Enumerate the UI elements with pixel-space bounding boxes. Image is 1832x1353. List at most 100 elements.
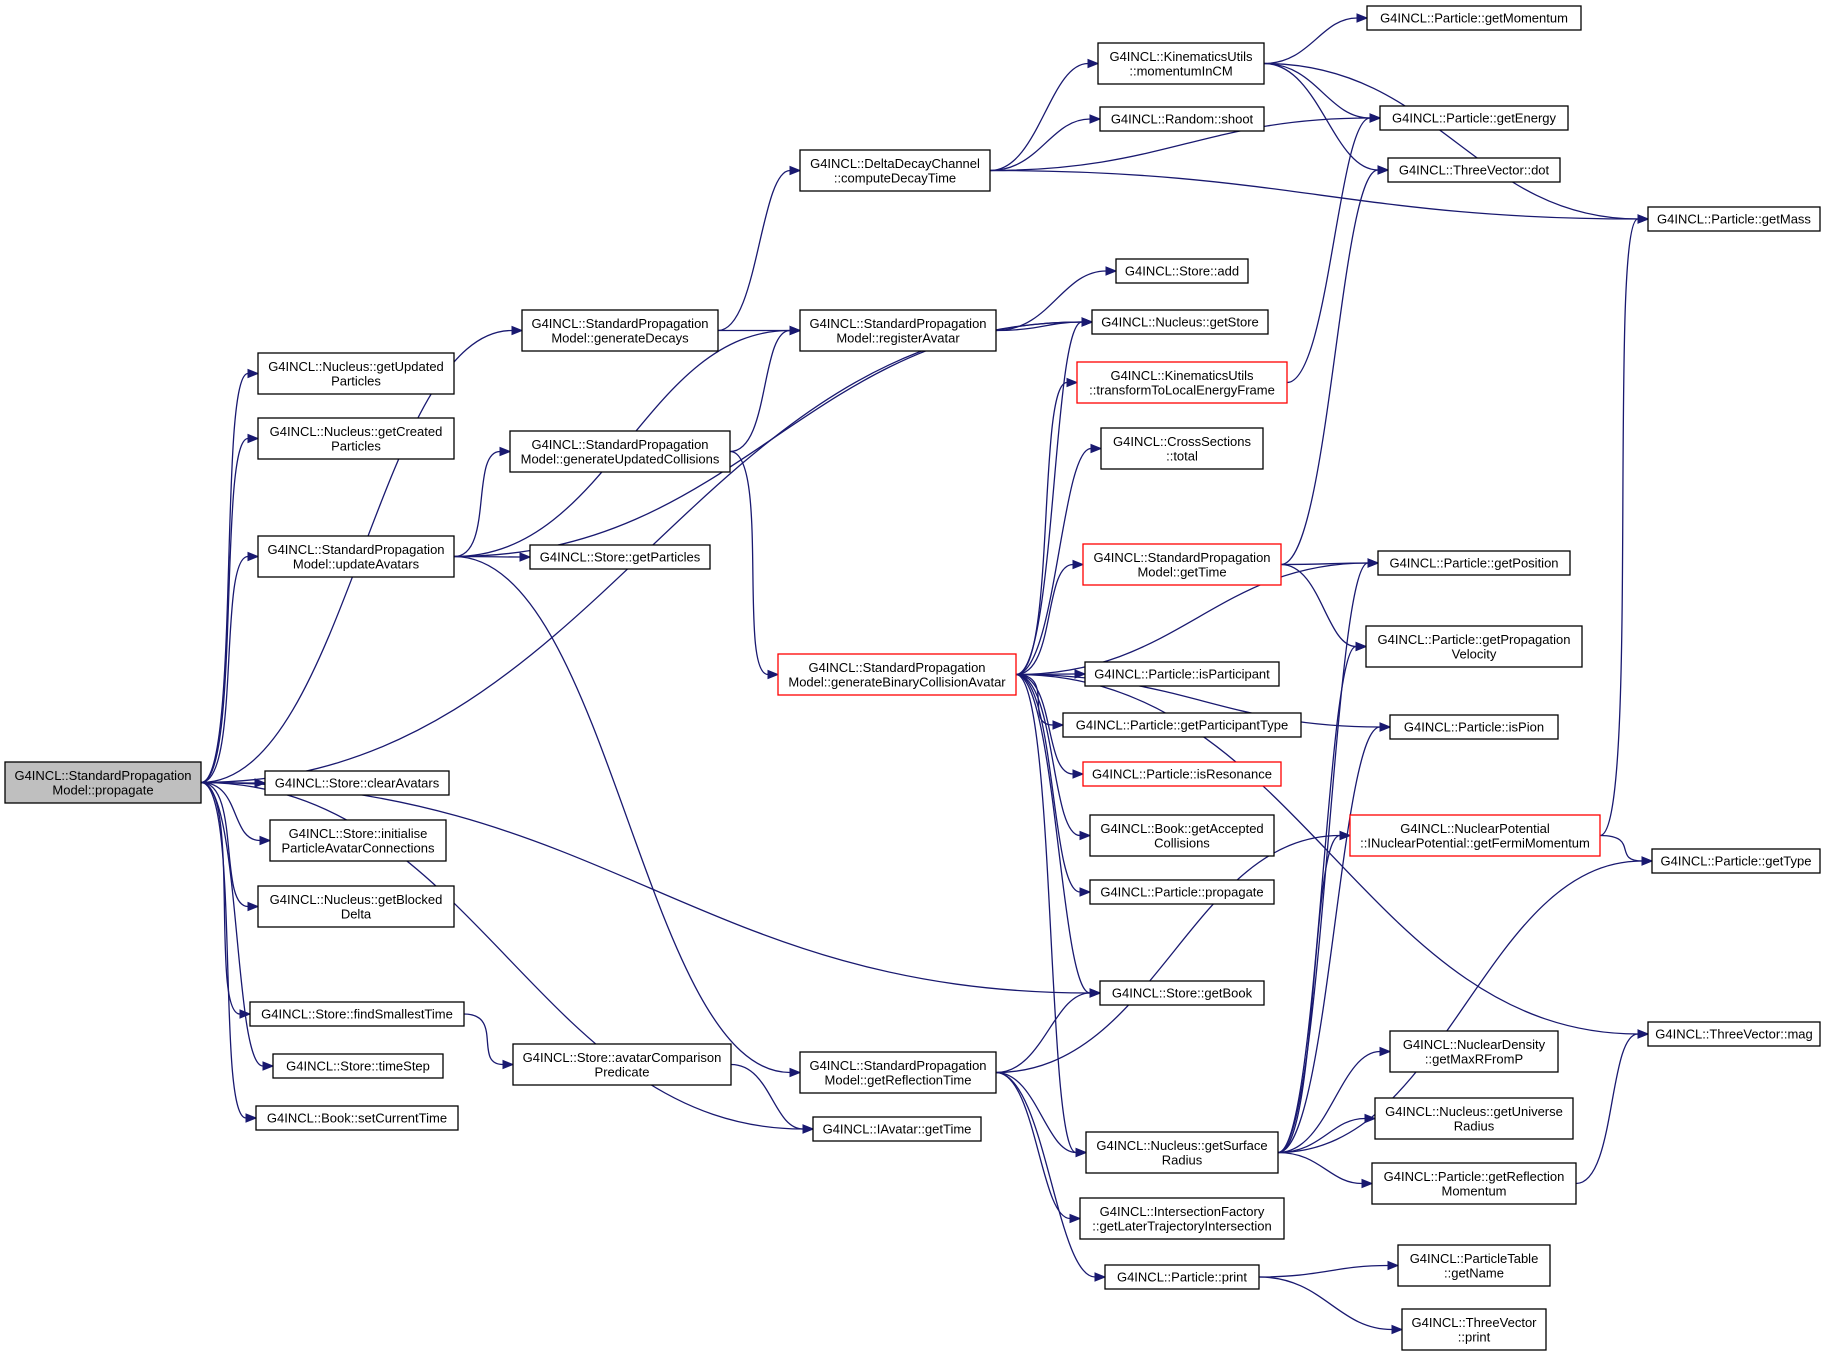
node-label-line: G4INCL::Random::shoot [1111,112,1254,127]
node-n30[interactable]: G4INCL::Particle::propagate [1089,879,1275,905]
node-label-line: G4INCL::Particle::getReflection [1384,1169,1565,1184]
edge-line [1015,673,1091,994]
node-n40[interactable]: G4INCL::Particle::isPion [1389,714,1559,740]
node-n34[interactable]: G4INCL::Particle::print [1104,1264,1260,1290]
node-n20[interactable]: G4INCL::Random::shoot [1099,106,1265,132]
edge-arrowhead [767,669,780,680]
node-root[interactable]: G4INCL::StandardPropagationModel::propag… [4,761,202,804]
node-n3[interactable]: G4INCL::StandardPropagationModel::update… [257,535,455,578]
node-n17[interactable]: G4INCL::StandardPropagationModel::getRef… [799,1051,997,1094]
edge-arrowhead [245,1113,258,1123]
edge-root-n3 [200,551,260,784]
node-box [272,1053,444,1079]
node-n14[interactable]: G4INCL::DeltaDecayChannel::computeDecayT… [799,149,991,192]
node-label-line: Radius [1162,1152,1203,1167]
node-n46[interactable]: G4INCL::ThreeVector::print [1401,1308,1547,1351]
node-n15[interactable]: G4INCL::StandardPropagationModel::regist… [799,309,997,352]
node-n22[interactable]: G4INCL::Nucleus::getStore [1091,309,1269,335]
node-n23[interactable]: G4INCL::KinematicsUtils::transformToLoca… [1076,361,1288,404]
edge-root-n2 [200,433,260,784]
edge-n11-n15 [729,325,802,453]
node-label-line: G4INCL::Store::timeStep [286,1059,430,1074]
node-n27[interactable]: G4INCL::Particle::getParticipantType [1062,712,1302,738]
node-n18[interactable]: G4INCL::IAvatar::getTime [812,1116,982,1142]
node-n21[interactable]: G4INCL::Store::add [1115,258,1249,284]
node-n25[interactable]: G4INCL::StandardPropagationModel::getTim… [1082,543,1282,586]
edge-n16-n23 [1015,377,1079,676]
node-label-line: Predicate [595,1064,650,1079]
node-n49[interactable]: G4INCL::ThreeVector::mag [1647,1021,1821,1047]
node-n35[interactable]: G4INCL::Particle::getMomentum [1366,5,1582,31]
edge-line [995,1071,1071,1220]
node-label-line: Model::generateDecays [551,330,689,345]
edge-arrowhead [254,778,267,788]
edge-line [200,781,247,1119]
node-box [264,770,450,796]
node-label-line: G4INCL::StandardPropagation [809,1058,986,1073]
edge-root-n1 [200,368,260,784]
node-label-line: G4INCL::Particle::isResonance [1092,767,1272,782]
node-label-line: G4INCL::ThreeVector::mag [1655,1027,1813,1042]
node-n24[interactable]: G4INCL::CrossSections::total [1100,427,1264,470]
node-label-line: ::print [1458,1329,1491,1344]
edge-n7-n13 [463,1013,515,1070]
node-label-line: G4INCL::Nucleus::getSurface [1096,1138,1267,1153]
edge-line [1280,562,1369,566]
edge-arrowhead [1069,1213,1082,1224]
edge-arrowhead [1052,720,1065,730]
node-n31[interactable]: G4INCL::Store::getBook [1099,980,1265,1006]
node-box [1062,712,1302,738]
node-n41[interactable]: G4INCL::NuclearPotential::INuclearPotent… [1349,814,1601,857]
node-n4[interactable]: G4INCL::Store::clearAvatars [264,770,450,796]
node-box [799,1051,997,1094]
node-box [1115,258,1249,284]
nodes-layer: G4INCL::StandardPropagationModel::propag… [4,5,1821,1351]
node-n28[interactable]: G4INCL::Particle::isResonance [1082,761,1282,787]
node-label-line: Delta [341,906,372,921]
node-n45[interactable]: G4INCL::ParticleTable::getName [1397,1244,1551,1287]
node-n42[interactable]: G4INCL::NuclearDensity::getMaxRFromP [1389,1030,1559,1073]
edge-arrowhead [789,165,802,176]
node-label-line: G4INCL::StandardPropagation [1093,550,1270,565]
node-box [1366,5,1582,31]
node-n36[interactable]: G4INCL::Particle::getEnergy [1379,105,1569,131]
node-box [1099,106,1265,132]
node-n12[interactable]: G4INCL::Store::getParticles [529,544,711,570]
edge-line [1258,1276,1393,1331]
node-box [1084,661,1280,687]
node-label-line: G4INCL::KinematicsUtils [1109,49,1253,64]
node-n10[interactable]: G4INCL::StandardPropagationModel::genera… [521,309,719,352]
node-box [257,417,455,460]
edge-n17-n41 [995,830,1352,1074]
node-n19[interactable]: G4INCL::KinematicsUtils::momentumInCM [1097,42,1265,85]
edge-arrowhead [1075,1147,1088,1158]
node-box [1379,105,1569,131]
node-n26[interactable]: G4INCL::Particle::isParticipant [1084,661,1280,687]
node-n38[interactable]: G4INCL::Particle::getPosition [1377,550,1571,576]
node-label-line: G4INCL::Nucleus::getUniverse [1385,1104,1563,1119]
node-n9[interactable]: G4INCL::Book::setCurrentTime [255,1105,459,1131]
node-n7[interactable]: G4INCL::Store::findSmallestTime [249,1001,465,1027]
node-n11[interactable]: G4INCL::StandardPropagationModel::genera… [509,430,731,473]
node-n48[interactable]: G4INCL::Particle::getType [1651,848,1821,874]
node-n8[interactable]: G4INCL::Store::timeStep [272,1053,444,1079]
node-n5[interactable]: G4INCL::Store::initialiseParticleAvatarC… [269,819,447,862]
node-n33[interactable]: G4INCL::IntersectionFactory::getLaterTra… [1079,1197,1285,1240]
node-label-line: G4INCL::ThreeVector [1412,1315,1538,1330]
edge-arrowhead [789,325,802,336]
edge-n14-n19 [989,58,1100,172]
node-n37[interactable]: G4INCL::ThreeVector::dot [1387,157,1561,183]
node-label-line: ParticleAvatarConnections [282,840,435,855]
node-n16[interactable]: G4INCL::StandardPropagationModel::genera… [777,653,1017,696]
node-n47[interactable]: G4INCL::Particle::getMass [1647,206,1821,232]
